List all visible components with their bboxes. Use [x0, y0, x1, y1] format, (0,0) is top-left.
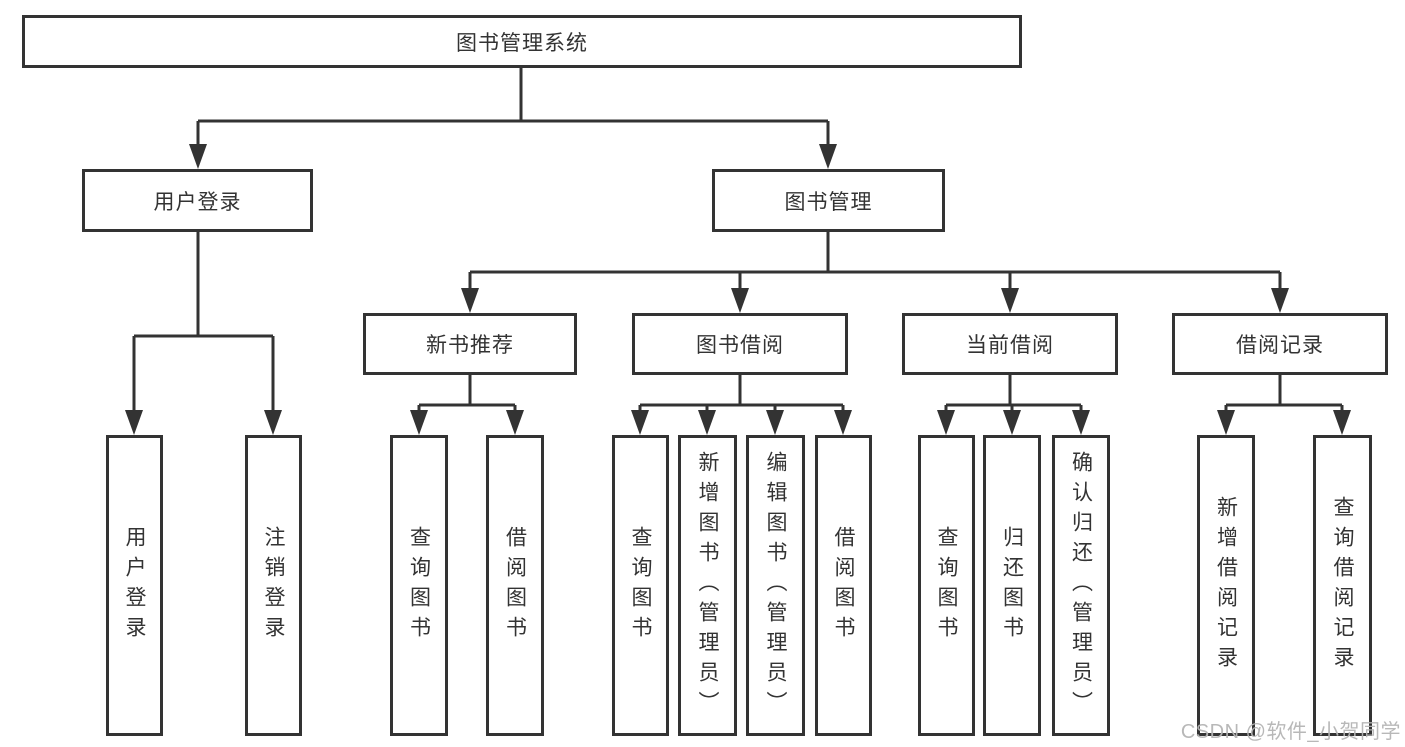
arrowhead-icon — [698, 410, 716, 435]
leaf-label: 确认归还（管理员） — [1069, 450, 1093, 721]
node-root-label: 图书管理系统 — [456, 31, 588, 55]
leaf-query-books-borrowing: 查询图书 — [612, 435, 669, 736]
node-borrowing-records: 借阅记录 — [1172, 313, 1388, 375]
leaf-label: 查询图书 — [935, 525, 958, 646]
arrowhead-icon — [1271, 288, 1289, 313]
leaf-label: 新增图书（管理员） — [696, 450, 719, 721]
arrowhead-icon — [189, 144, 207, 169]
leaf-confirm-return-admin: 确认归还（管理员） — [1052, 435, 1110, 736]
leaf-label: 借阅图书 — [832, 525, 855, 646]
leaf-user-login: 用户登录 — [106, 435, 163, 736]
leaf-label: 新增借阅记录 — [1214, 495, 1238, 676]
node-book-management: 图书管理 — [712, 169, 945, 232]
leaf-query-borrow-record: 查询借阅记录 — [1313, 435, 1372, 736]
arrowhead-icon — [766, 410, 784, 435]
arrowhead-icon — [410, 410, 428, 435]
arrowhead-icon — [631, 410, 649, 435]
leaf-return-books: 归还图书 — [983, 435, 1041, 736]
node-new-book-recommend: 新书推荐 — [363, 313, 577, 375]
node-label: 图书借阅 — [696, 334, 784, 357]
leaf-query-books-current: 查询图书 — [918, 435, 975, 736]
leaf-label: 注销登录 — [262, 525, 285, 646]
leaf-label: 查询借阅记录 — [1331, 495, 1354, 676]
connector-borrowing-records-to-leaves — [1224, 375, 1344, 416]
leaf-borrow-books-newbook: 借阅图书 — [486, 435, 544, 736]
node-label: 当前借阅 — [966, 334, 1054, 357]
arrowhead-icon — [937, 410, 955, 435]
arrowhead-icon — [125, 410, 143, 435]
arrowhead-icon — [461, 288, 479, 313]
leaf-borrow-books-borrowing: 借阅图书 — [815, 435, 872, 736]
arrowhead-icon — [819, 144, 837, 169]
arrowhead-icon — [1001, 288, 1019, 313]
node-user-login: 用户登录 — [82, 169, 313, 232]
leaf-add-borrow-record: 新增借阅记录 — [1197, 435, 1255, 736]
connector-root-to-level2 — [196, 68, 830, 152]
node-label: 新书推荐 — [426, 334, 514, 357]
arrowhead-icon — [834, 410, 852, 435]
leaf-label: 查询图书 — [407, 525, 431, 646]
leaf-query-books-newbook: 查询图书 — [390, 435, 448, 736]
connector-book-management-to-level3 — [468, 232, 1282, 295]
leaf-logout: 注销登录 — [245, 435, 302, 736]
node-book-borrowing: 图书借阅 — [632, 313, 848, 375]
leaf-label: 借阅图书 — [503, 525, 527, 646]
arrowhead-icon — [506, 410, 524, 435]
leaf-add-books-admin: 新增图书（管理员） — [678, 435, 737, 736]
connector-new-book-to-leaves — [417, 375, 517, 416]
leaf-label: 编辑图书（管理员） — [764, 450, 787, 721]
leaf-label: 用户登录 — [123, 525, 146, 646]
connector-user-login-to-leaves — [132, 232, 275, 416]
leaf-label: 归还图书 — [1000, 525, 1024, 646]
connector-book-borrowing-to-leaves — [638, 375, 845, 416]
arrowhead-icon — [1217, 410, 1235, 435]
connector-current-borrowing-to-leaves — [944, 375, 1083, 416]
csdn-watermark: CSDN @软件_小贺同学 — [1180, 721, 1401, 743]
node-label: 用户登录 — [153, 190, 242, 214]
node-root: 图书管理系统 — [22, 15, 1022, 68]
arrowhead-icon — [1003, 410, 1021, 435]
arrowhead-icon — [1072, 410, 1090, 435]
arrowhead-icon — [264, 410, 282, 435]
node-current-borrowing: 当前借阅 — [902, 313, 1118, 375]
leaf-edit-books-admin: 编辑图书（管理员） — [746, 435, 805, 736]
leaf-label: 查询图书 — [629, 525, 652, 646]
node-label: 图书管理 — [784, 190, 873, 214]
node-label: 借阅记录 — [1236, 334, 1324, 357]
arrowhead-icon — [1333, 410, 1351, 435]
arrowhead-icon — [731, 288, 749, 313]
